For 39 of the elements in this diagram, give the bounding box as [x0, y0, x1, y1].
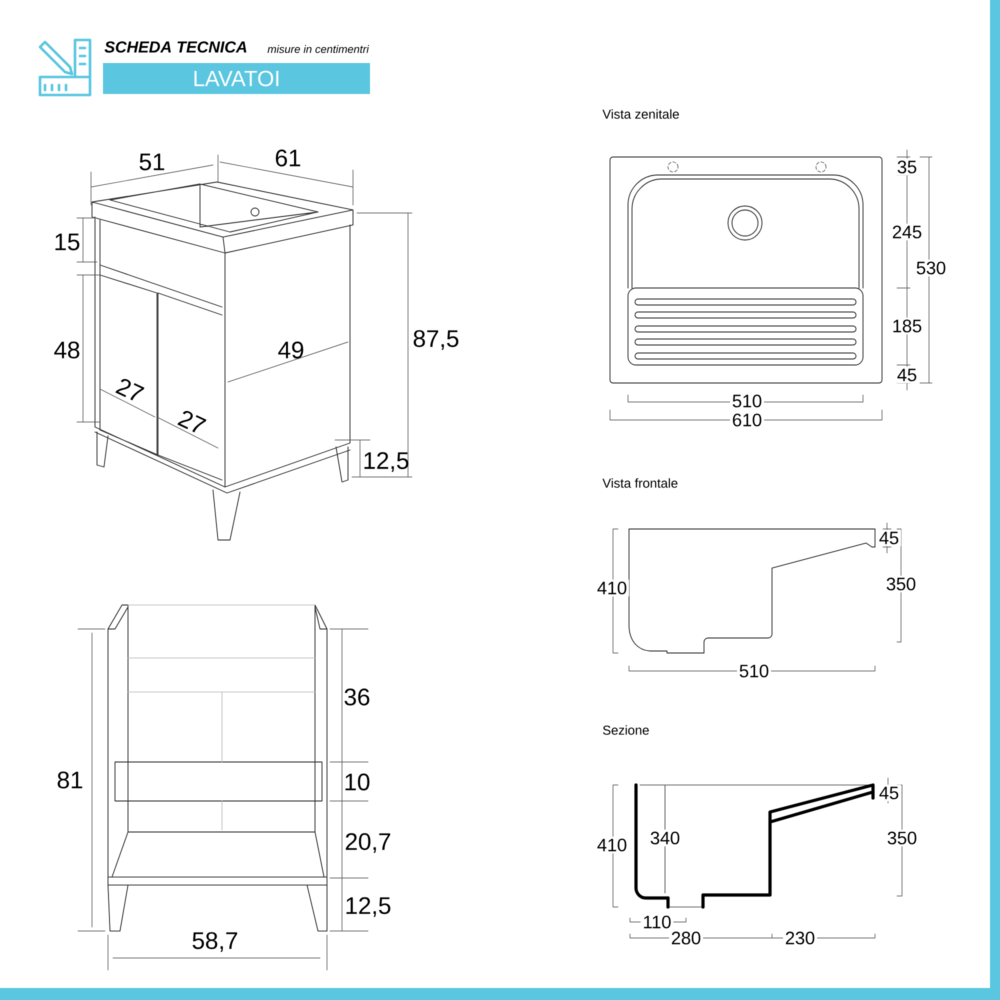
- dimension-label: 49: [278, 342, 304, 358]
- dimension-label: 45: [877, 784, 902, 802]
- dimension-label: 12,5: [364, 452, 408, 472]
- dimension-label: 610: [730, 412, 764, 428]
- view-title: Vista zenitale: [602, 109, 679, 119]
- dimension-label: 530: [914, 260, 948, 276]
- dimension-label: 36: [344, 688, 370, 706]
- dimension-label: 10: [345, 774, 370, 790]
- subtitle: misure in centimentri: [268, 44, 370, 54]
- dimension-label: 45: [895, 366, 920, 384]
- dimension-label: 12,5: [346, 897, 390, 917]
- dimension-label: 410: [595, 580, 630, 596]
- dimension-label: 510: [730, 392, 764, 410]
- title-banner: LAVATOI: [103, 63, 370, 94]
- dimension-label: 35: [895, 158, 920, 176]
- dimension-label: 15: [55, 234, 80, 250]
- dimension-label: 87,5: [410, 328, 462, 352]
- dimension-label: 81: [58, 772, 82, 788]
- title: SCHEDA TECNICA: [104, 41, 246, 53]
- dimension-label: 58,7: [192, 932, 238, 952]
- dimension-label: 185: [890, 318, 924, 334]
- dimension-label: 45: [877, 530, 902, 546]
- dimension-label: 340: [648, 830, 682, 846]
- dimension-label: 27: [177, 410, 206, 432]
- dimension-label: 280: [669, 930, 704, 946]
- dimension-label: 51: [140, 154, 164, 170]
- dimension-label: 245: [890, 224, 924, 240]
- dimension-label: 230: [783, 930, 818, 946]
- dimension-label: 350: [885, 830, 920, 846]
- dimension-label: 510: [737, 662, 772, 680]
- dimension-label: 20,7: [346, 833, 390, 853]
- view-title: Sezione: [603, 725, 649, 735]
- dimension-label: 350: [884, 576, 918, 592]
- dimension-label: 27: [115, 378, 144, 400]
- view-title: Vista frontale: [602, 478, 678, 488]
- dimension-label: 410: [595, 836, 630, 854]
- dimension-label: 48: [54, 342, 80, 358]
- dimension-label: 110: [640, 914, 674, 930]
- dimension-label: 61: [276, 150, 300, 166]
